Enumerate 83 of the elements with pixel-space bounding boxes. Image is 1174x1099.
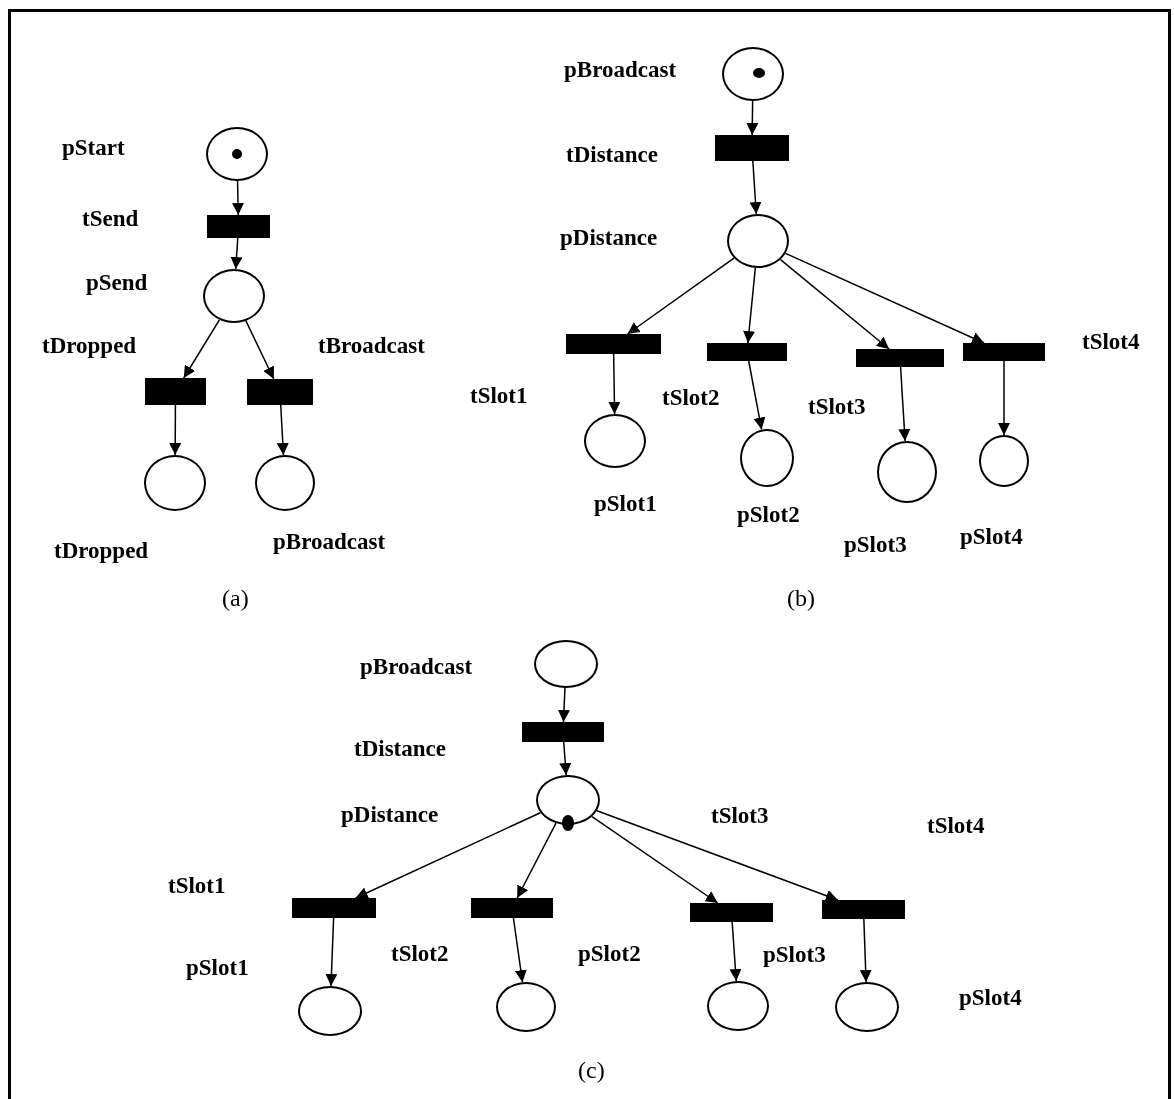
arrow [230, 237, 243, 270]
node-label: pDistance [341, 803, 439, 826]
arrow [169, 404, 182, 456]
arrow [898, 366, 911, 442]
transition-bar [247, 379, 313, 405]
arrow [784, 252, 985, 344]
node-label: pBroadcast [564, 58, 677, 81]
arrow [596, 809, 839, 902]
node-label: tSlot1 [470, 384, 528, 407]
arrow [729, 921, 742, 982]
transition-bar [715, 135, 789, 161]
arrow [859, 918, 872, 983]
node-label: tSlot4 [927, 814, 985, 837]
place-circle [534, 640, 598, 688]
place-circle [740, 429, 794, 487]
arrow [747, 360, 766, 431]
node-label: pSlot3 [844, 533, 907, 556]
node-label: pStart [62, 136, 125, 159]
arrow [998, 360, 1010, 436]
node-label: pSend [86, 271, 148, 294]
transition-bar [471, 898, 553, 918]
transition-bar [566, 334, 661, 354]
node-label: tDropped [54, 539, 149, 562]
node-label: pBroadcast [360, 655, 473, 678]
arrow [749, 160, 762, 215]
place-circle [255, 455, 315, 511]
node-label: tSlot4 [1082, 330, 1140, 353]
arrow [325, 917, 338, 987]
token-dot [752, 67, 765, 78]
node-label: pSlot4 [959, 986, 1022, 1009]
arrow [245, 320, 275, 380]
transition-bar [690, 903, 773, 922]
node-label: pSlot4 [960, 525, 1023, 548]
arrow [591, 815, 719, 904]
node-label: tDistance [354, 737, 446, 760]
node-label: tSlot1 [168, 874, 226, 897]
node-label: pSlot1 [186, 956, 249, 979]
transition-bar [207, 215, 270, 238]
arrow [276, 404, 289, 456]
transition-bar [856, 349, 944, 367]
transition-bar [292, 898, 376, 918]
panel-caption: (c) [578, 1058, 605, 1082]
node-label: tBroadcast [318, 334, 425, 357]
transition-bar [707, 343, 787, 361]
arrow [516, 822, 557, 899]
panel-caption: (b) [787, 586, 815, 610]
node-label: tDropped [42, 334, 137, 357]
node-label: pSlot3 [763, 943, 826, 966]
transition-bar [522, 722, 604, 742]
node-label: tSlot2 [662, 386, 720, 409]
node-label: tDistance [566, 143, 658, 166]
place-circle [536, 775, 600, 825]
arrow [354, 811, 542, 899]
transition-bar [822, 900, 905, 919]
node-label: tSend [82, 207, 139, 230]
arrow [512, 917, 527, 983]
node-label: pBroadcast [273, 530, 386, 553]
node-label: pDistance [560, 226, 658, 249]
node-label: pSlot2 [578, 942, 641, 965]
arrow [743, 267, 757, 344]
arrow [559, 741, 572, 776]
arrow [626, 257, 735, 335]
token-dot [562, 815, 574, 831]
node-label: tSlot3 [808, 395, 866, 418]
arrow [746, 100, 759, 136]
place-circle [727, 214, 789, 268]
token-dot [231, 148, 242, 159]
node-label: tSlot2 [391, 942, 449, 965]
node-label: tSlot3 [711, 804, 769, 827]
transition-bar [963, 343, 1045, 361]
place-circle [979, 435, 1029, 487]
arrow [232, 180, 244, 216]
place-circle [877, 441, 937, 503]
place-circle [496, 982, 556, 1032]
panel-caption: (a) [222, 586, 249, 610]
arrow [183, 319, 221, 379]
arrow [558, 687, 570, 723]
place-circle [144, 455, 206, 511]
node-label: pSlot2 [737, 503, 800, 526]
node-label: pSlot1 [594, 492, 657, 515]
arrow [608, 353, 621, 415]
arrow [779, 258, 890, 350]
transition-bar [145, 378, 206, 405]
